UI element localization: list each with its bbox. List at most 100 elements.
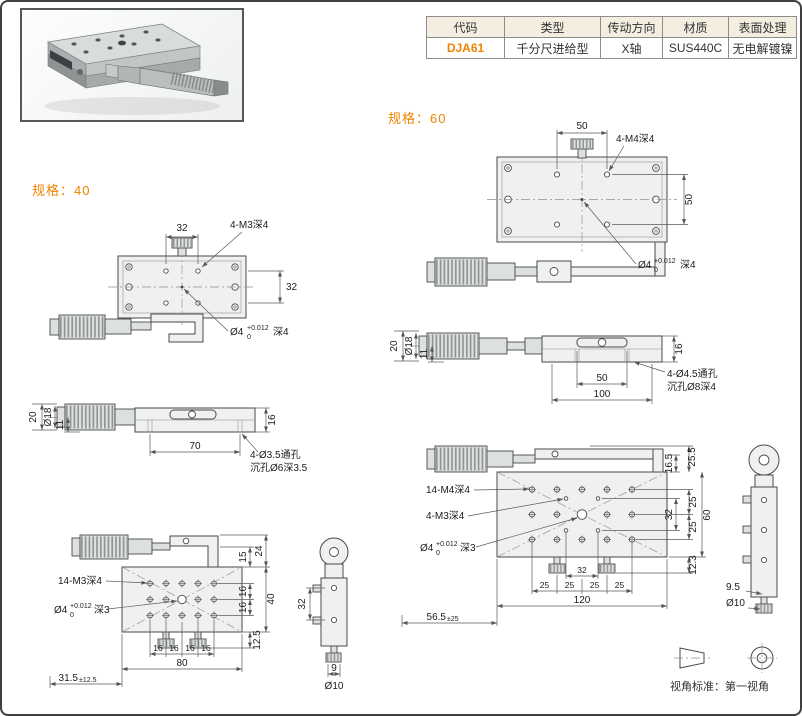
spec60-bottom-body: [496, 471, 668, 574]
label-4m4: 4-M4深4: [616, 133, 655, 145]
dim-24: 24: [254, 545, 265, 557]
bore-dia: Ø4: [420, 543, 434, 554]
spec60-profile-view: 9.5 Ø10: [726, 444, 780, 614]
seg-25-2: 25: [565, 580, 575, 590]
spec60-bottom-dimensions: 16.5 25.5 32 25 25 60 12.3 14-M4深4 4-M3深…: [401, 445, 713, 627]
spec60-side-body: [410, 332, 663, 363]
dim-120: 120: [574, 595, 591, 606]
projection-standard: 视角标准：第一视角: [670, 642, 800, 694]
dim-80: 80: [176, 658, 188, 669]
dim-50-top: 50: [576, 121, 588, 132]
bore-tol-plus: +0.012: [436, 541, 458, 548]
dim-50: 50: [596, 373, 608, 384]
first-angle-cone-icon: [674, 647, 710, 669]
label-14m4: 14-M4深4: [426, 484, 470, 496]
bore-tol-zero: 0: [654, 267, 658, 274]
dim-16-5: 16.5: [664, 453, 675, 473]
profile-dim-32: 32: [297, 598, 308, 610]
spec60-side-dimensions: 20 Ø18 11 16 50 100 4-Ø4.5通孔 沉孔Ø8深4: [389, 330, 718, 404]
seg-25-4: 25: [615, 580, 625, 590]
spec60-top-dimensions: 50 4-M4深4 50 Ø4 +0.012 0 深4: [556, 121, 696, 274]
cell-code: DJA61: [427, 38, 505, 59]
label-4m3: 4-M3深4: [230, 219, 269, 231]
dim-16a: 16: [238, 586, 249, 598]
dim-12-5: 12.5: [252, 630, 263, 650]
bore-tol-zero: 0: [436, 550, 440, 557]
dim-32-bottom: 32: [577, 565, 587, 575]
dim-11: 11: [419, 348, 430, 359]
view-standard-label: 视角标准：第一视角: [670, 681, 769, 693]
product-photo: [20, 8, 244, 122]
bore-dia: Ø4: [54, 605, 68, 616]
spec40-top-body: [108, 237, 256, 326]
dim-32-right: 32: [286, 282, 298, 293]
thru-hole-note-1: 4-Ø3.5通孔: [250, 449, 301, 461]
bore-depth: 深4: [680, 259, 696, 271]
spec60-bottom-micrometer: [426, 445, 664, 473]
bore-tol-zero: 0: [70, 612, 74, 619]
dim-32-top: 32: [176, 223, 188, 234]
cell-finish: 无电解镀镍: [729, 38, 797, 59]
spec40-side-body: [48, 403, 256, 433]
col-header-material: 材质: [663, 17, 729, 38]
spec60-top-view: 50 4-M4深4 50 Ø4 +0.012 0 深4: [426, 121, 696, 287]
dim-d18: Ø18: [404, 336, 415, 355]
thru-hole-note-2: 沉孔Ø8深4: [667, 380, 716, 393]
spec60-label: 规格：60: [388, 111, 447, 126]
profile-dim-d10: Ø10: [726, 598, 745, 609]
travel-main: 56.5: [427, 612, 447, 623]
dim-25-5: 25.5: [687, 447, 698, 467]
col-header-finish: 表面处理: [729, 17, 797, 38]
stage-photo: [44, 23, 229, 115]
thru-hole-note-1: 4-Ø4.5通孔: [667, 368, 718, 380]
dim-16: 16: [674, 343, 685, 355]
col-header-type: 类型: [505, 17, 601, 38]
bore-dia: Ø4: [638, 260, 652, 271]
spec40-top-view: 32 4-M3深4 32 Ø4 +0.012 0 深4: [49, 219, 298, 343]
dim-70: 70: [189, 441, 201, 452]
spec40-bottom-micrometer: [71, 534, 219, 568]
dim-11: 11: [55, 419, 66, 430]
cell-direction: X轴: [601, 38, 663, 59]
spec60-profile-dimensions: 9.5 Ø10: [726, 582, 763, 611]
spec40-profile-view: 32 9 Ø10: [297, 537, 349, 692]
col-header-direction: 传动方向: [601, 17, 663, 38]
bore-depth: 深3: [94, 604, 110, 616]
product-photo-drawing: [44, 23, 229, 115]
spec40-top-dimensions: 32 4-M3深4 32 Ø4 +0.012 0 深4: [165, 219, 298, 341]
dim-60: 60: [702, 509, 713, 521]
spec40-side-dimensions: 20 Ø18 11 16 70 4-Ø3.5通孔 沉孔Ø6深3.5: [28, 403, 308, 474]
spec40-bottom-view: 15 24 16 16 40 14-M3深4 Ø4 +0.012 0 深3: [49, 534, 349, 692]
dim-16b: 16: [238, 602, 249, 614]
bore-tol-plus: +0.012: [247, 325, 269, 332]
seg-25-1: 25: [540, 580, 550, 590]
spec60-bottom-view: 16.5 25.5 32 25 25 60 12.3 14-M4深4 4-M3深…: [401, 445, 713, 627]
dim-50-right: 50: [684, 194, 695, 206]
spec60-top-micrometer: [426, 241, 666, 287]
spec60-profile-body: [742, 444, 780, 614]
travel-main: 31.5: [59, 673, 79, 684]
seg-16-3: 16: [185, 643, 195, 653]
dim-20: 20: [28, 411, 39, 423]
spec-table: 代码 类型 传动方向 材质 表面处理 DJA61 千分尺进给型 X轴 SUS44…: [426, 16, 797, 59]
spec60-top-body: [487, 138, 677, 252]
label-4m3: 4-M3深4: [426, 510, 465, 522]
seg-16-1: 16: [153, 643, 163, 653]
dim-100: 100: [594, 389, 611, 400]
label-14m3: 14-M3深4: [58, 575, 102, 587]
dim-25a: 25: [688, 496, 699, 508]
dim-16: 16: [267, 414, 278, 426]
seg-16-2: 16: [169, 643, 179, 653]
bore-depth: 深4: [273, 326, 289, 338]
dim-25b: 25: [688, 521, 699, 533]
spec40-bottom-dimensions: 15 24 16 16 40 14-M3深4 Ø4 +0.012 0 深3: [49, 534, 277, 688]
dim-12-3: 12.3: [688, 555, 699, 575]
travel-tol: ±12.5: [79, 677, 97, 684]
dim-15: 15: [238, 551, 249, 563]
profile-dim-d10: Ø10: [325, 681, 344, 692]
travel-tol: ±25: [447, 616, 459, 623]
col-header-code: 代码: [427, 17, 505, 38]
bore-depth: 深3: [460, 542, 476, 554]
first-angle-symbol: [674, 643, 777, 673]
